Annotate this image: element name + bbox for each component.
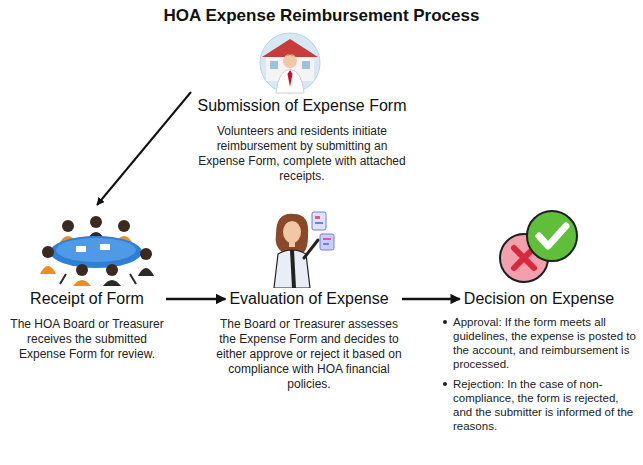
step-description: The Board or Treasurer assesses the Expe… bbox=[214, 317, 404, 392]
step-description: The HOA Board or Treasurer receives the … bbox=[6, 317, 168, 362]
illustration-part bbox=[315, 216, 320, 219]
illustration-part bbox=[539, 226, 566, 246]
illustration-part bbox=[290, 250, 296, 288]
illustration-part bbox=[283, 55, 297, 60]
illustration-part bbox=[289, 241, 295, 247]
illustration-part bbox=[90, 216, 102, 228]
meeting-icon bbox=[38, 212, 158, 286]
decision-icon bbox=[496, 208, 582, 286]
illustration-part bbox=[283, 220, 302, 226]
step-heading: Submission of Expense Form bbox=[193, 96, 411, 116]
illustration-part bbox=[138, 268, 154, 276]
bullet-dot bbox=[443, 320, 447, 324]
bullet-item: Approval: If the form meets all guidelin… bbox=[440, 315, 638, 371]
illustration-part bbox=[103, 280, 121, 286]
illustration-part bbox=[276, 214, 309, 252]
illustration-part bbox=[118, 220, 130, 232]
illustration-part bbox=[56, 238, 136, 262]
illustration-part bbox=[304, 240, 318, 258]
illustration-part bbox=[140, 248, 152, 260]
diagram-title: HOA Expense Reimbursement Process bbox=[0, 6, 643, 26]
step-heading: Evaluation of Expense bbox=[214, 289, 404, 309]
bullet-text: Rejection: In the case of non-compliance… bbox=[453, 378, 633, 432]
illustration-part bbox=[527, 211, 577, 261]
step-node: Evaluation of ExpenseThe Board or Treasu… bbox=[214, 205, 404, 392]
step-description: Volunteers and residents initiate reimbu… bbox=[193, 124, 411, 184]
illustration-part bbox=[76, 264, 88, 276]
flow-arrow bbox=[97, 92, 191, 205]
step-heading: Decision on Expense bbox=[440, 289, 638, 309]
bullet-item: Rejection: In the case of non-compliance… bbox=[440, 377, 638, 433]
step-heading: Receipt of Form bbox=[6, 289, 168, 309]
step-node: Submission of Expense FormVolunteers and… bbox=[193, 96, 411, 184]
step-node: Decision on ExpenseApproval: If the form… bbox=[440, 205, 638, 433]
illustration-part bbox=[42, 246, 54, 258]
step-node: Receipt of FormThe HOA Board or Treasure… bbox=[6, 205, 168, 362]
illustration-part bbox=[270, 61, 278, 69]
illustration-part bbox=[315, 222, 323, 224]
illustration-part bbox=[60, 274, 136, 284]
illustration-part bbox=[302, 61, 310, 69]
illustration-part bbox=[73, 280, 91, 286]
bullet-dot bbox=[443, 382, 447, 386]
resident-icon bbox=[258, 31, 322, 95]
illustration-part bbox=[276, 69, 304, 93]
illustration-part bbox=[100, 244, 110, 250]
illustration-part bbox=[323, 238, 331, 240]
reviewer-icon bbox=[266, 208, 338, 288]
illustration-part bbox=[50, 236, 142, 268]
illustration-part bbox=[320, 234, 334, 250]
flow-arrow bbox=[166, 298, 225, 301]
illustration-part bbox=[260, 33, 320, 93]
flow-arrow bbox=[402, 298, 460, 301]
illustration-part bbox=[283, 54, 297, 68]
illustration-part bbox=[283, 221, 301, 243]
illustration-part bbox=[106, 264, 118, 276]
illustration-part bbox=[312, 212, 326, 230]
illustration-part bbox=[76, 246, 86, 252]
illustration-part bbox=[40, 266, 56, 274]
bullet-text: Approval: If the form meets all guidelin… bbox=[453, 316, 636, 370]
illustration-part bbox=[62, 220, 74, 232]
illustration-part bbox=[323, 243, 329, 245]
illustration-part bbox=[288, 70, 293, 87]
